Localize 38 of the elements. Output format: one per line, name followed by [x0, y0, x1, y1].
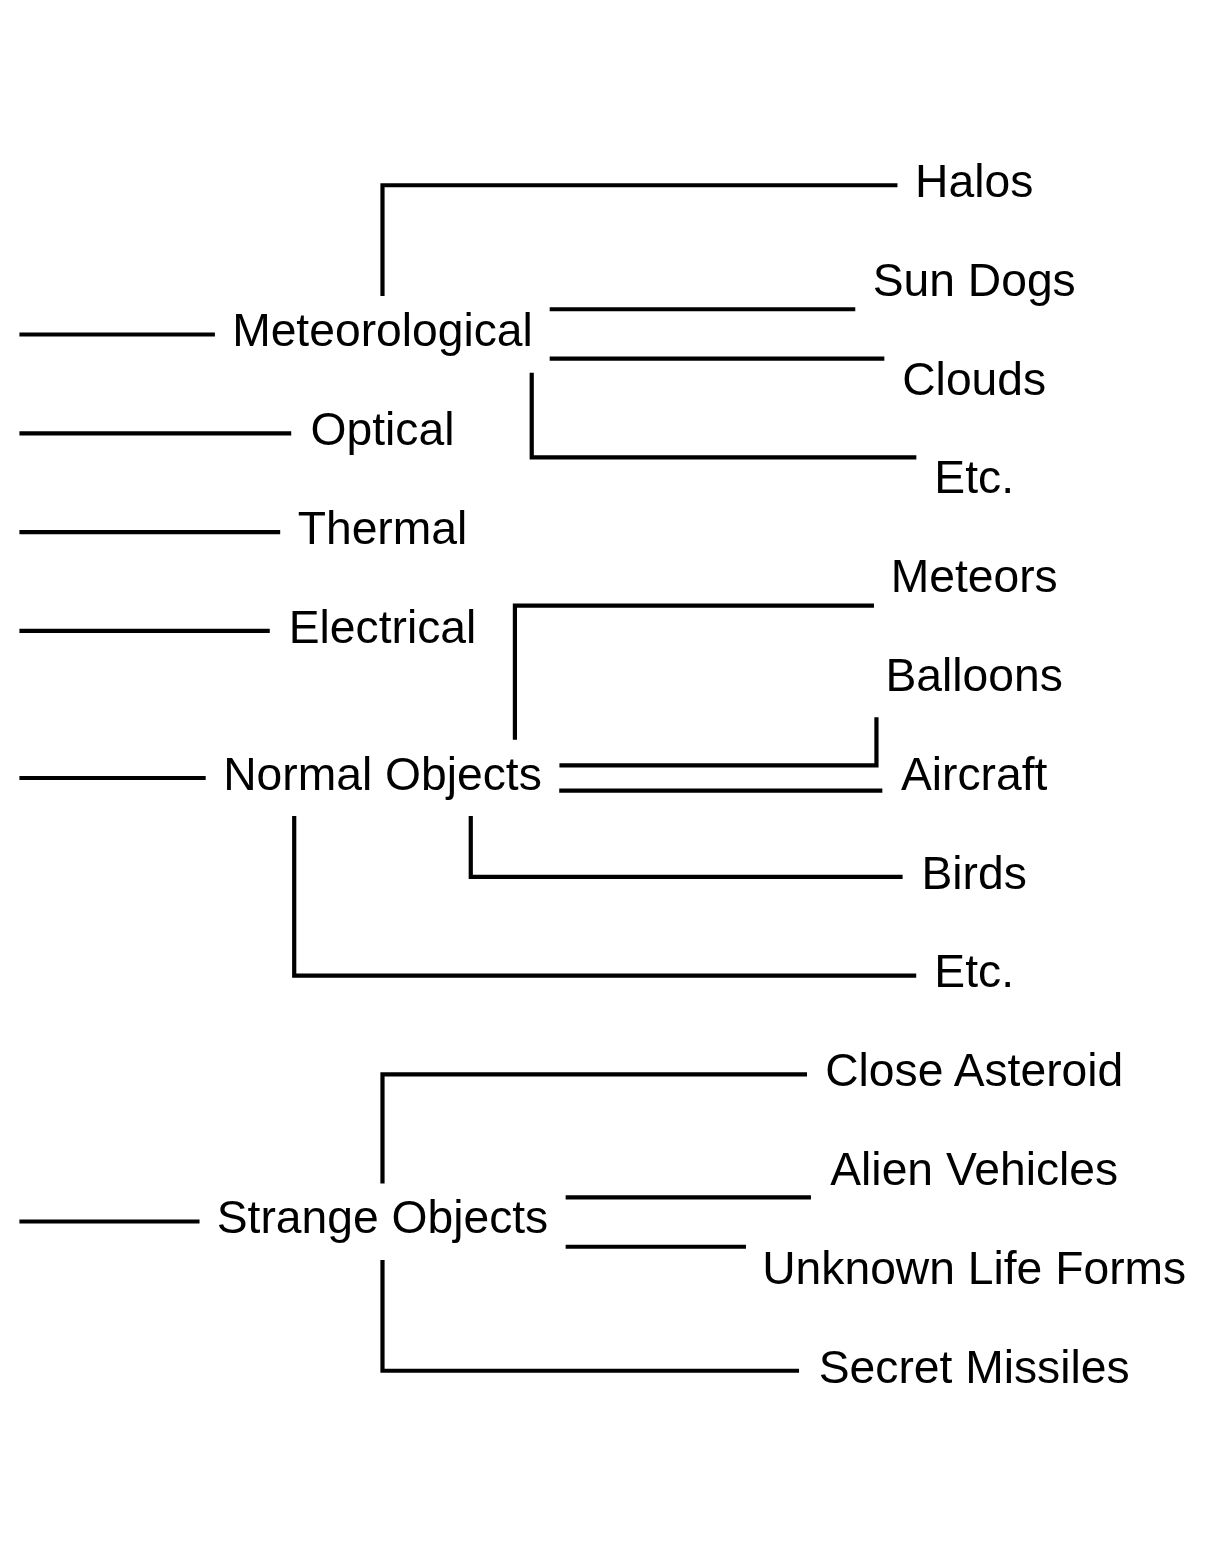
node-text: Meteorological: [232, 304, 533, 357]
connector: [549, 307, 856, 312]
connector: [19, 775, 206, 781]
node-text: Aircraft: [900, 747, 1048, 800]
connector: [468, 815, 903, 879]
node-text: Alien Vehicles: [830, 1142, 1119, 1195]
connector: [380, 183, 898, 297]
connector: [559, 717, 879, 768]
node-text: Optical: [310, 403, 455, 456]
node-text: Etc.: [934, 945, 1015, 998]
connector: [19, 529, 281, 535]
node-text: Close Asteroid: [825, 1044, 1124, 1097]
connector: [19, 332, 215, 337]
node-text: Electrical: [288, 600, 477, 653]
connector: [529, 372, 917, 460]
node-text: Strange Objects: [216, 1191, 549, 1244]
node-text: Halos: [915, 155, 1034, 208]
node-text: Clouds: [902, 352, 1047, 405]
connector: [380, 1072, 807, 1184]
node-text: Balloons: [885, 648, 1063, 701]
node-text: Etc.: [934, 451, 1015, 504]
connector: [549, 356, 885, 361]
connector: [565, 1244, 746, 1249]
connector: [380, 1259, 800, 1373]
node-text: Meteors: [890, 550, 1058, 603]
connector: [292, 816, 917, 978]
connector: [559, 788, 883, 793]
node-text: Sun Dogs: [872, 253, 1076, 306]
connector: [19, 628, 270, 633]
node-text: Normal Objects: [223, 747, 542, 800]
connector: [19, 1219, 200, 1224]
node-text: Unknown Life Forms: [762, 1241, 1187, 1294]
node-text: Birds: [921, 846, 1027, 899]
connector: [565, 1195, 811, 1200]
connector: [19, 431, 292, 436]
node-text: Thermal: [297, 501, 468, 554]
node-text: Secret Missiles: [818, 1340, 1130, 1393]
connector: [512, 603, 874, 740]
